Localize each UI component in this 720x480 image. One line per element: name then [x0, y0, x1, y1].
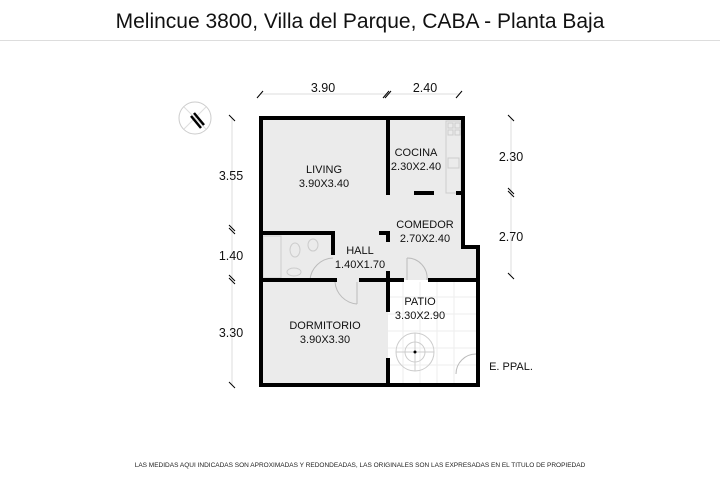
dim-right-dining: 2.70 — [499, 230, 523, 244]
room-living-size: 3.90X3.40 — [299, 178, 349, 190]
title-divider — [0, 40, 720, 41]
bathroom-sink — [286, 267, 302, 277]
room-patio-size: 3.30X2.90 — [395, 310, 445, 322]
room-dining-size: 2.70X2.40 — [400, 233, 450, 245]
room-hall-name: HALL — [346, 245, 374, 257]
dim-right-kitchen: 2.30 — [499, 150, 523, 164]
room-patio-name: PATIO — [404, 296, 436, 308]
kitchen-sink — [447, 157, 460, 169]
dimension-ticks — [228, 90, 515, 389]
room-dining-name: COMEDOR — [396, 219, 454, 231]
dim-top-living: 3.90 — [311, 81, 335, 95]
dim-top-kitchen: 2.40 — [413, 81, 437, 95]
room-bedroom-size: 3.90X3.30 — [300, 334, 350, 346]
room-living-name: LIVING — [306, 164, 342, 176]
spiral-stair-icon — [395, 332, 435, 372]
dimension-lines — [231, 93, 512, 385]
bidet — [307, 238, 319, 252]
room-kitchen-size: 2.30X2.40 — [391, 161, 441, 173]
room-hall-size: 1.40X1.70 — [335, 259, 385, 271]
walls — [259, 116, 480, 387]
door-swing-icon — [309, 257, 477, 375]
compass-north-icon — [178, 101, 212, 135]
dim-left-bedroom: 3.30 — [219, 326, 243, 340]
dim-left-hall: 1.40 — [219, 249, 243, 263]
plan-title: Melincue 3800, Villa del Parque, CABA - … — [115, 10, 605, 33]
main-entrance-label: E. PPAL. — [489, 361, 533, 373]
disclaimer-note: LAS MEDIDAS AQUI INDICADAS SON APROXIMAD… — [134, 462, 586, 469]
dim-left-living: 3.55 — [219, 169, 243, 183]
room-kitchen-name: COCINA — [395, 147, 438, 159]
room-bedroom-name: DORMITORIO — [289, 320, 361, 332]
toilet — [289, 242, 301, 258]
